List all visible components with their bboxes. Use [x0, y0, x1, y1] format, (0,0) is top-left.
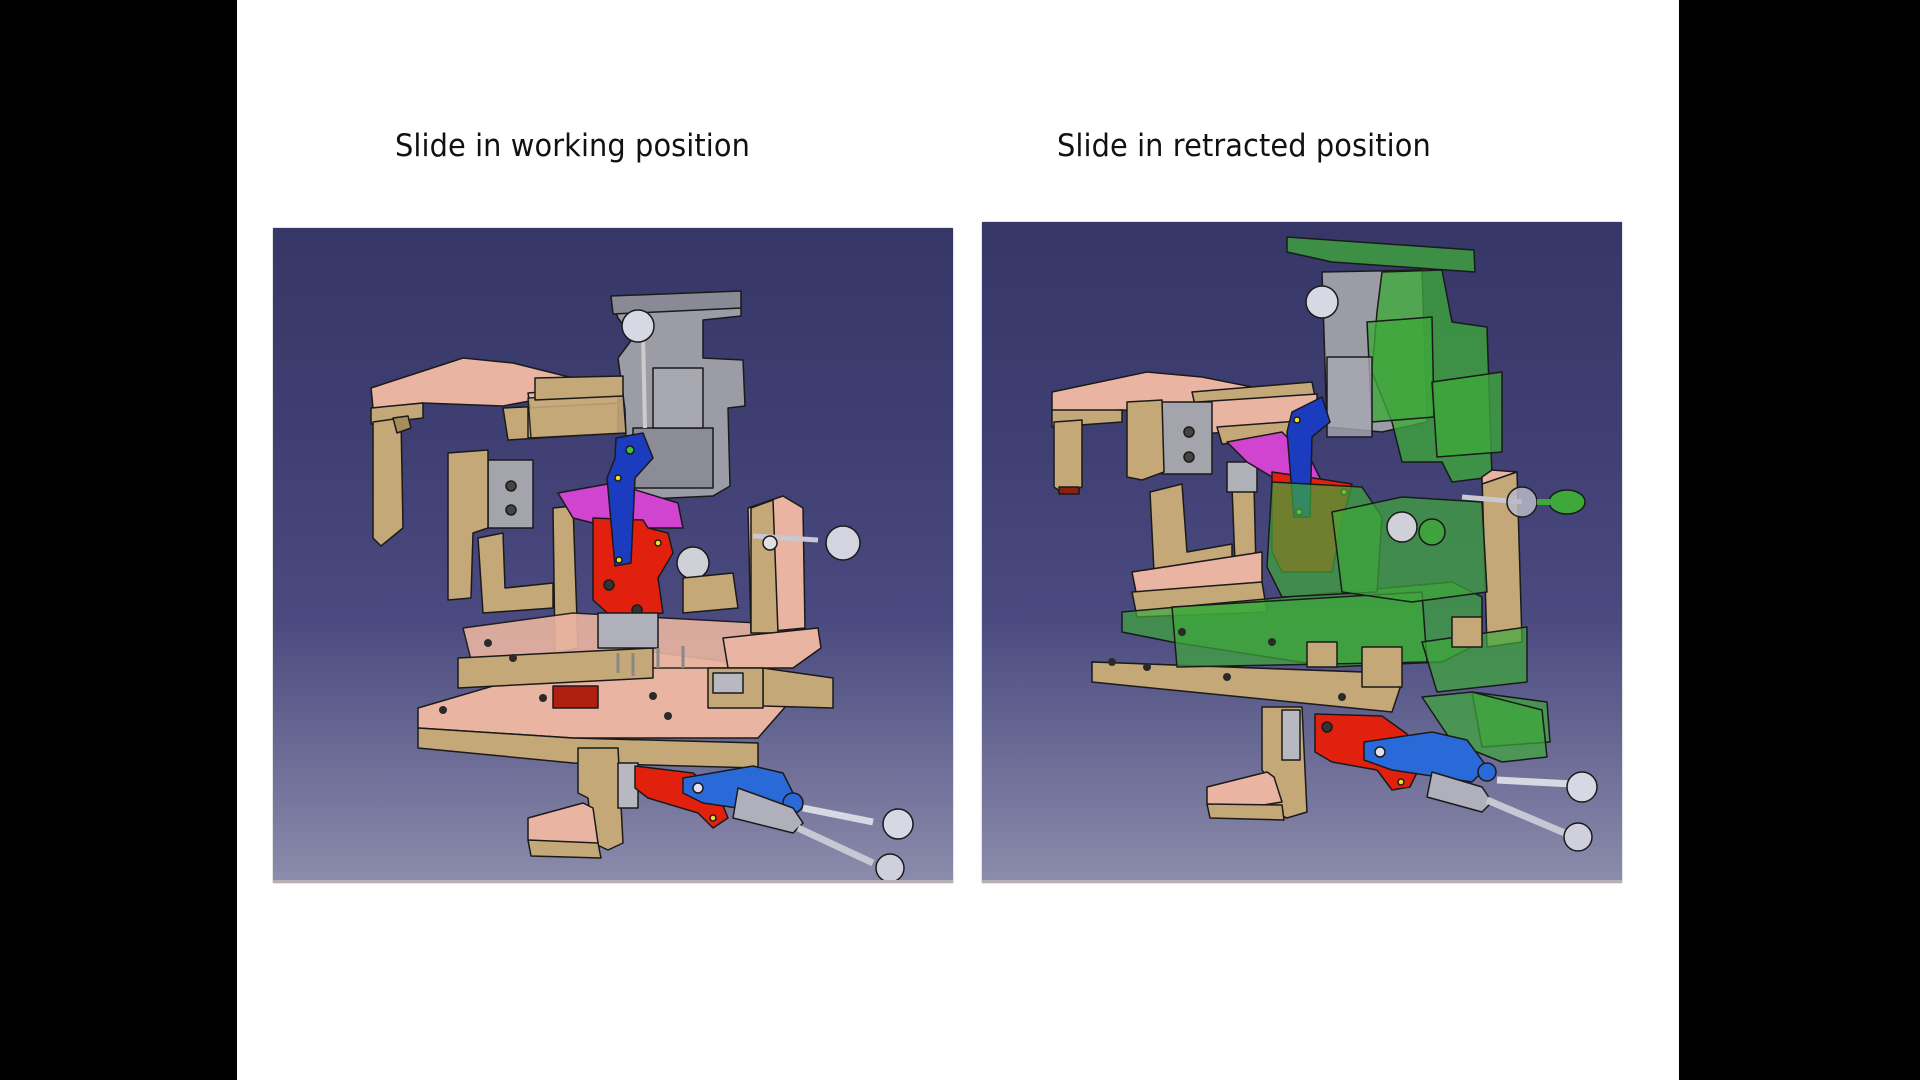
panel-title-retracted: Slide in retracted position — [1057, 128, 1431, 164]
fixture-render-working — [370, 290, 914, 883]
cad-image-retracted-position — [982, 222, 1622, 883]
panel-title-working: Slide in working position — [395, 128, 751, 164]
presentation-slide: Slide in working position Slide in retra… — [237, 0, 1679, 1080]
cad-image-working-position — [273, 228, 953, 883]
frame-bottom-edge — [273, 880, 953, 883]
fixture-render-retracted — [1051, 236, 1598, 852]
frame-bottom-edge — [982, 880, 1622, 883]
